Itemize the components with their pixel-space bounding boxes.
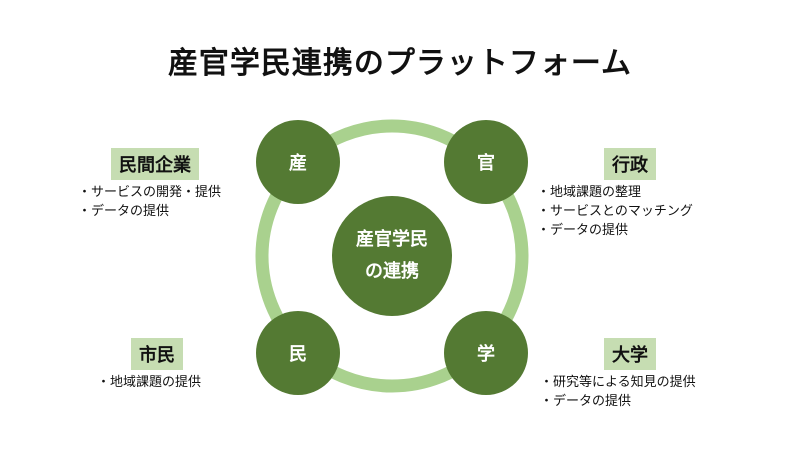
- center-line-2: の連携: [365, 261, 419, 282]
- node-academia: 学: [444, 311, 528, 395]
- node-industry: 産: [256, 120, 340, 204]
- list-item: サービスの開発・提供: [78, 183, 221, 202]
- label-government: 行政: [604, 148, 656, 180]
- label-academia: 大学: [604, 338, 656, 370]
- list-item: 地域課題の提供: [97, 373, 201, 392]
- list-item: サービスとのマッチング: [537, 202, 693, 221]
- list-item: データの提供: [537, 221, 693, 240]
- center-node: 産官学民 の連携: [332, 196, 452, 316]
- list-government: 地域課題の整理 サービスとのマッチング データの提供: [537, 183, 693, 240]
- node-government: 官: [444, 120, 528, 204]
- list-item: 地域課題の整理: [537, 183, 693, 202]
- list-academia: 研究等による知見の提供 データの提供: [540, 373, 696, 411]
- list-industry: サービスの開発・提供 データの提供: [78, 183, 221, 221]
- label-citizens: 市民: [131, 338, 183, 370]
- node-citizens: 民: [256, 311, 340, 395]
- list-item: データの提供: [78, 202, 221, 221]
- slide-title: 産官学民連携のプラットフォーム: [167, 46, 633, 81]
- label-industry: 民間企業: [111, 148, 199, 180]
- center-line-1: 産官学民: [356, 229, 428, 250]
- list-item: 研究等による知見の提供: [540, 373, 696, 392]
- list-citizens: 地域課題の提供: [97, 373, 201, 392]
- list-item: データの提供: [540, 392, 696, 411]
